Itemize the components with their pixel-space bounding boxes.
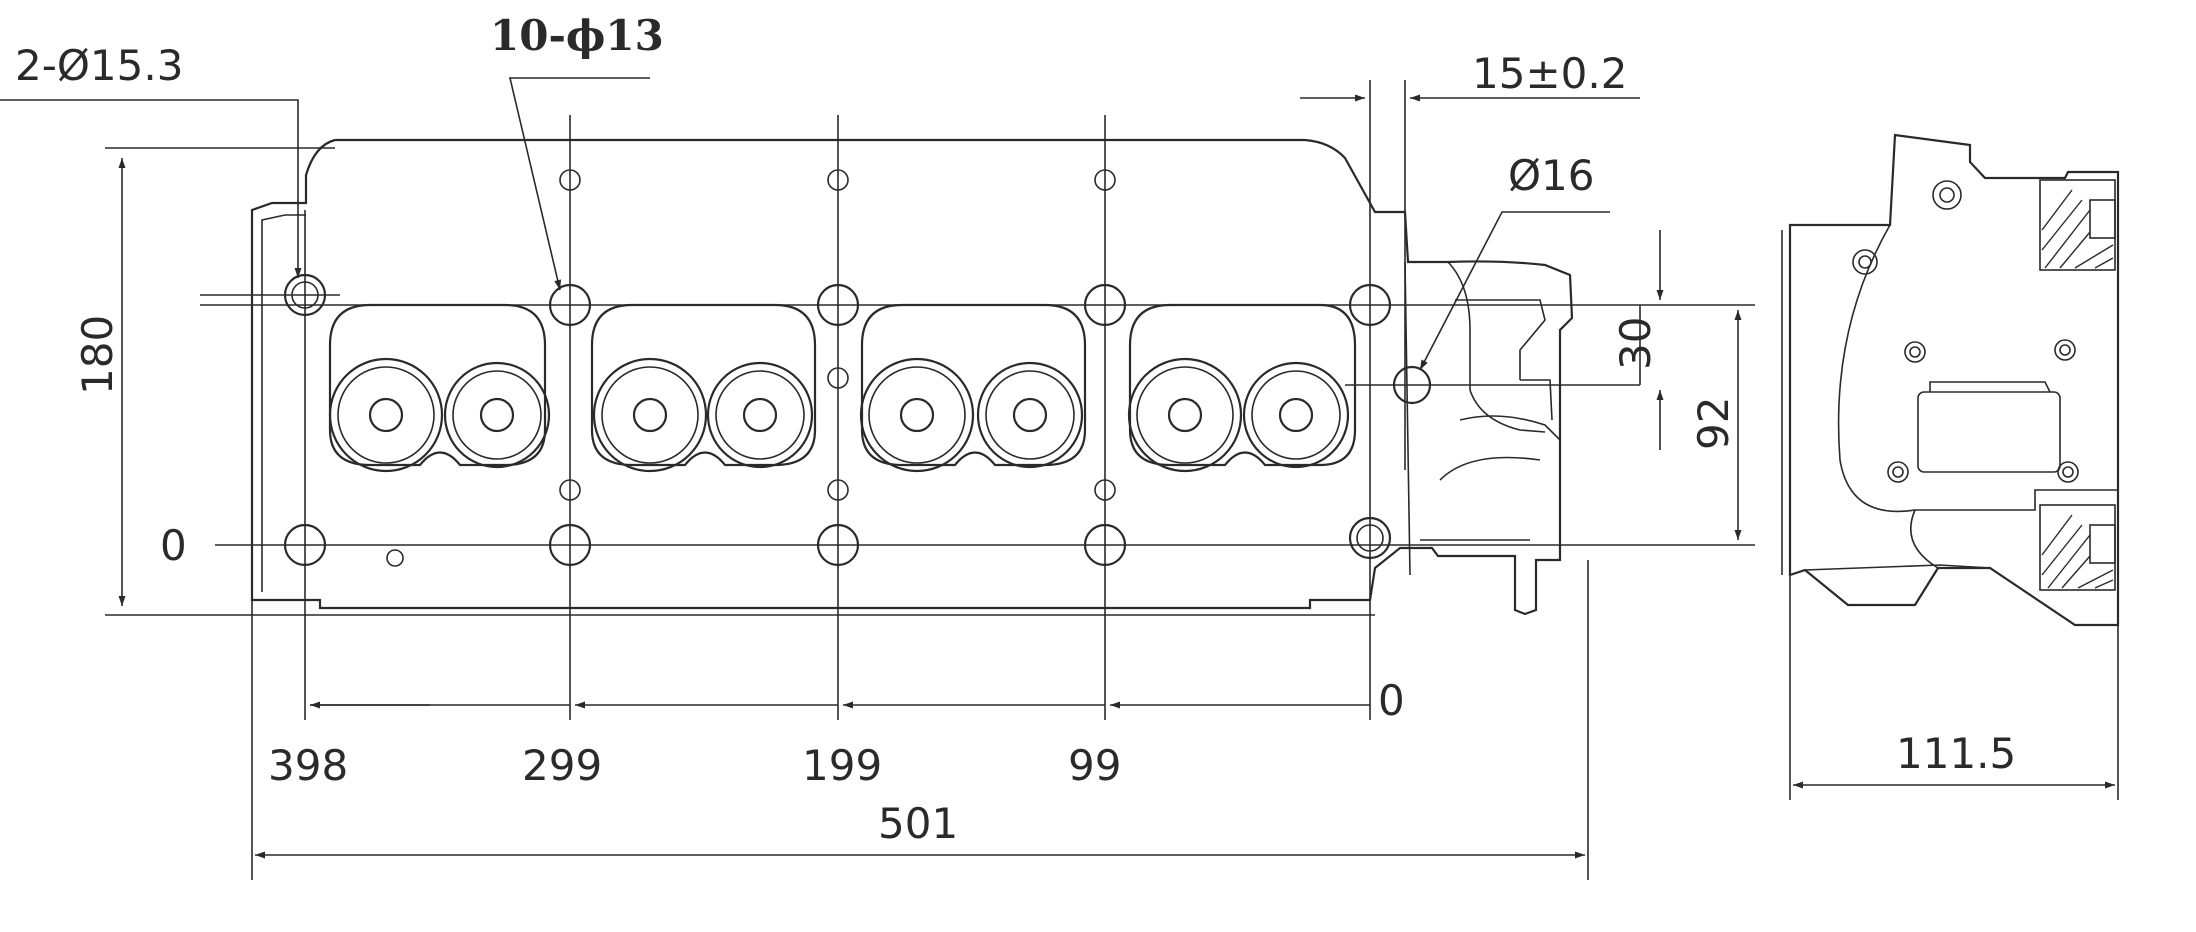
combustion-chambers (328, 303, 1357, 467)
top-view-outline (250, 138, 1574, 616)
leader-lines (0, 77, 1610, 371)
dimension-labels: 2-Ø15.3 10-ϕ13 Ø16 15±0.2 180 30 92 0 0 … (15, 11, 2016, 848)
zero-left-label: 0 (160, 521, 187, 570)
offset-30-dimension: 30 (1611, 317, 1660, 370)
x-199-label: 199 (802, 741, 882, 790)
x-99-label: 99 (1068, 741, 1121, 790)
x-398-label: 398 (268, 741, 348, 790)
side-view (1781, 133, 2120, 627)
height-dimension: 180 (73, 315, 122, 395)
x-299-label: 299 (522, 741, 602, 790)
centerlines (105, 80, 1755, 720)
offset-92-dimension: 92 (1689, 397, 1738, 450)
bolt-holes (283, 273, 1432, 567)
bolt-holes-callout: 10-ϕ13 (490, 11, 664, 60)
valve-seats (328, 357, 1350, 473)
zero-bottom-label: 0 (1378, 676, 1405, 725)
overall-length-label: 501 (878, 799, 958, 848)
tolerance-callout: 15±0.2 (1472, 49, 1627, 98)
edge-holes-callout: 2-Ø15.3 (15, 41, 183, 90)
side-width-label: 111.5 (1896, 729, 2016, 778)
dowel-hole-callout: Ø16 (1508, 151, 1595, 200)
